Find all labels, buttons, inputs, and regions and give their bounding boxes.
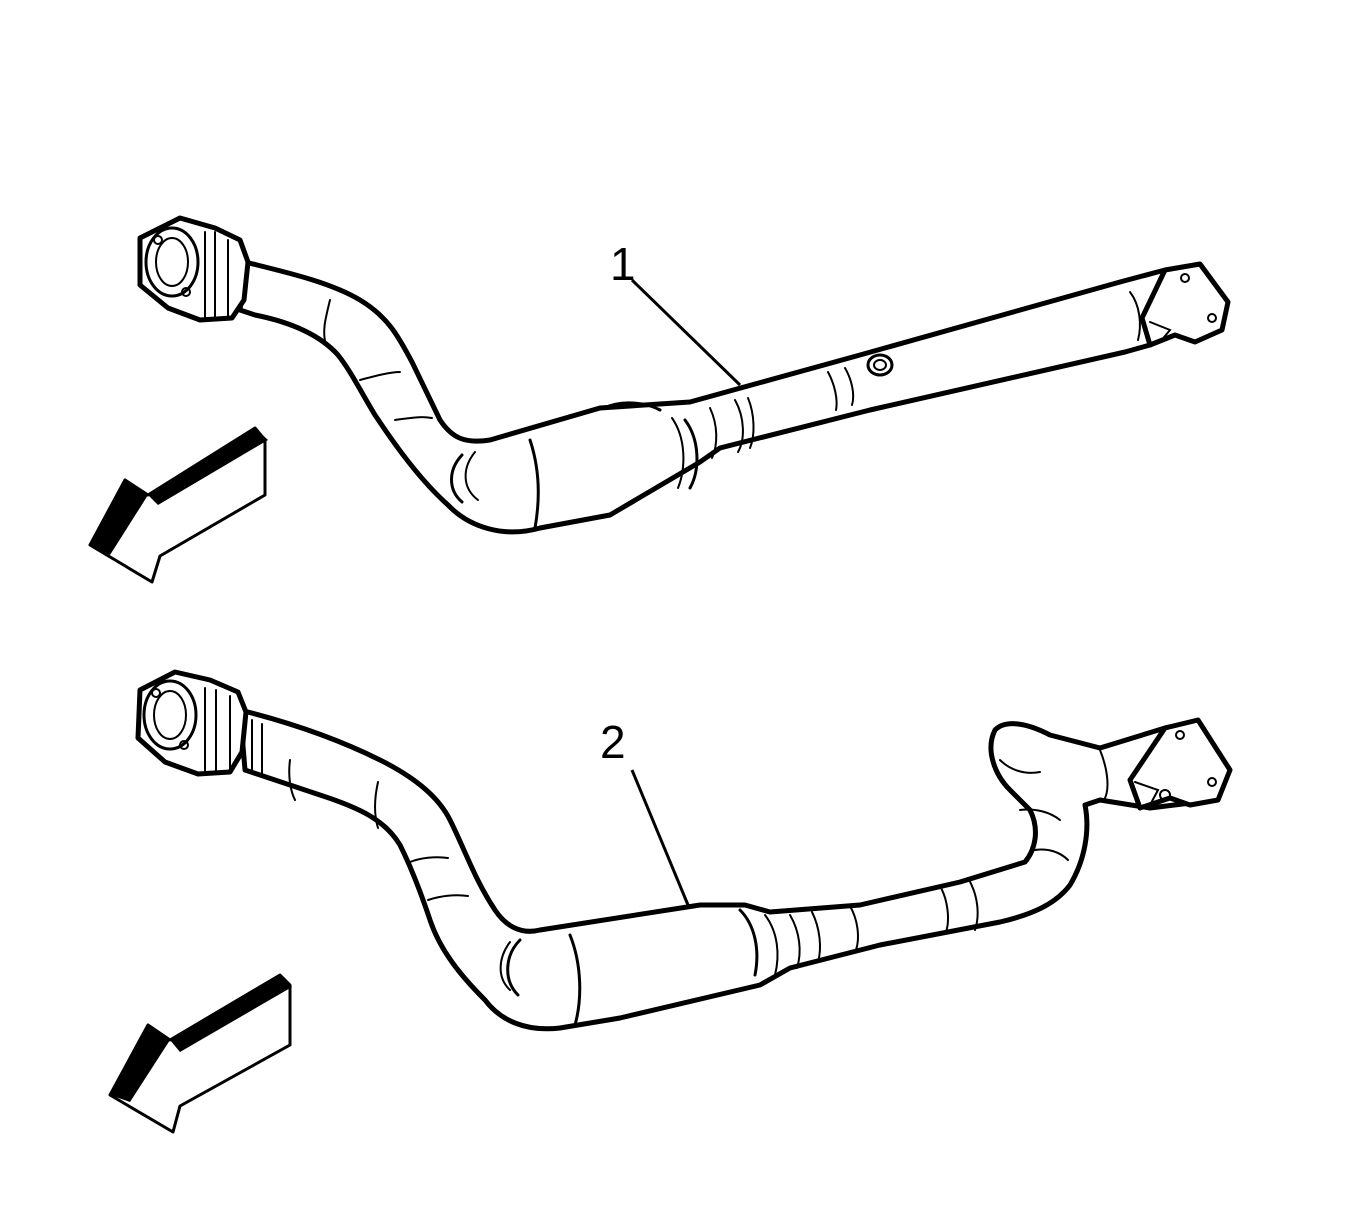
callout-1-leader bbox=[630, 278, 742, 387]
front-direction-arrow-lower bbox=[108, 973, 292, 1134]
exhaust-pipe-assembly-1 bbox=[137, 215, 1231, 535]
callout-2-label: 2 bbox=[600, 716, 626, 768]
callout-1-label: 1 bbox=[610, 238, 636, 290]
callout-2-leader bbox=[630, 769, 690, 906]
front-direction-arrow-upper bbox=[88, 426, 268, 584]
exhaust-pipe-assembly-2 bbox=[135, 669, 1233, 1032]
